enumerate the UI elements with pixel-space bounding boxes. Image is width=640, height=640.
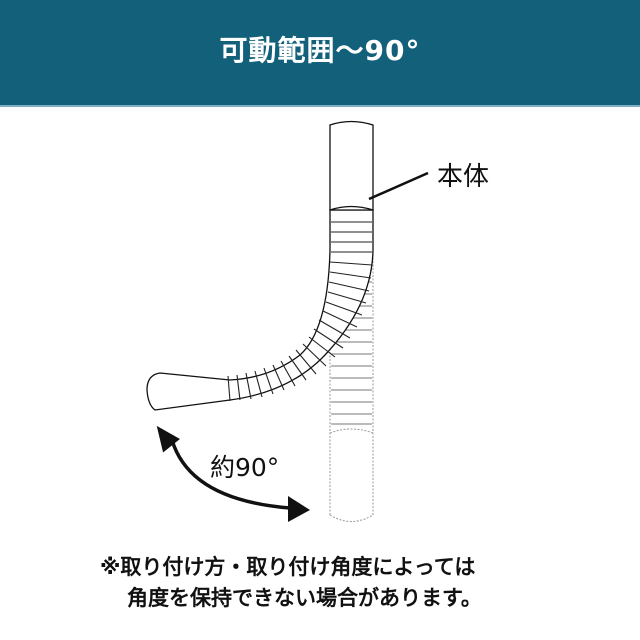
body-label: 本体 <box>437 162 490 192</box>
page-title: 可動範囲〜90° <box>219 33 421 67</box>
main-body <box>329 120 374 211</box>
bent-hose <box>146 209 374 411</box>
header-banner: 可動範囲〜90° <box>0 0 640 107</box>
angle-label: 約90° <box>210 453 280 482</box>
note-line-2: 角度を保持できない場合があります。 <box>127 586 482 610</box>
note-line-1: ※取り付け方・取り付け角度によっては <box>100 555 476 579</box>
bent-ribs <box>227 221 373 402</box>
double-headed-curved-arrow-icon <box>156 425 310 522</box>
caution-note: ※取り付け方・取り付け角度によっては 角度を保持できない場合があります。 <box>100 552 482 614</box>
leader-line <box>368 171 429 201</box>
